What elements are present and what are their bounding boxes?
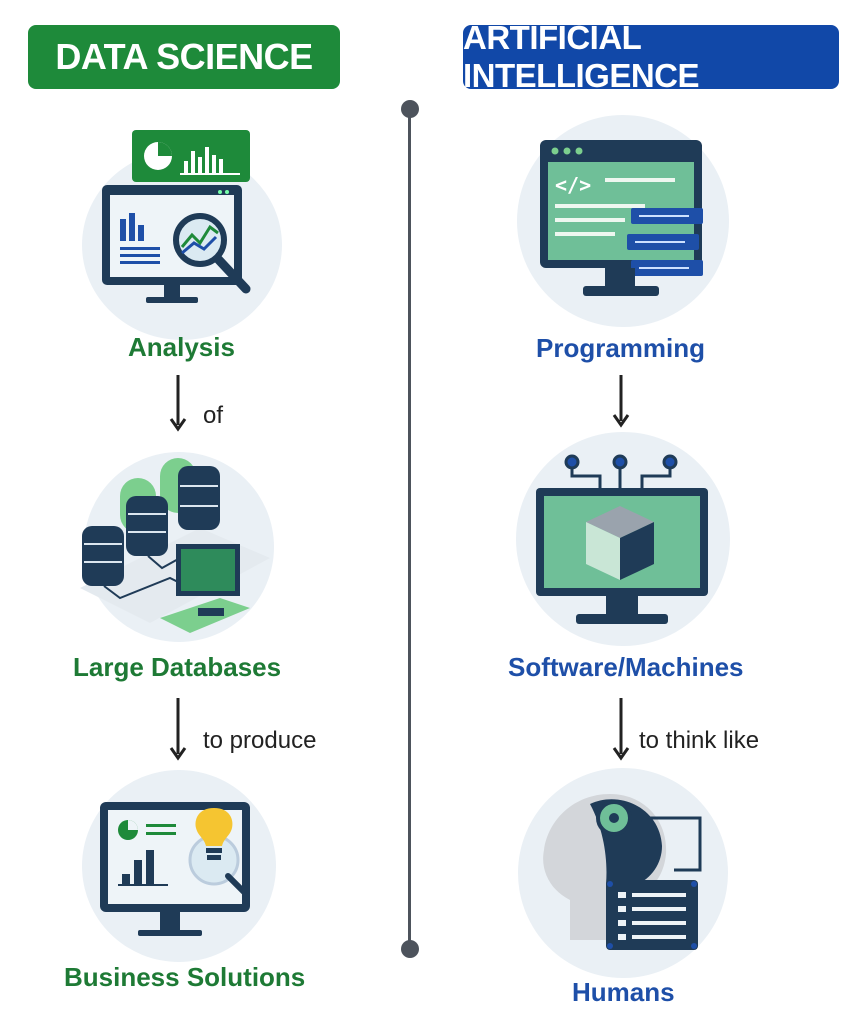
arrow-down-icon [169, 698, 187, 761]
analytics-monitor-icon [102, 130, 251, 303]
svg-text:</>: </> [555, 173, 591, 197]
business-insight-icon [100, 802, 250, 936]
ai-header: ARTIFICIAL INTELLIGENCE [463, 19, 839, 94]
node-analysis: Analysis [128, 332, 235, 362]
divider-top-dot [401, 100, 419, 118]
connector-to-produce: to produce [203, 727, 317, 754]
arrow-down-icon [612, 375, 630, 428]
human-brain-icon [543, 794, 702, 950]
divider-bottom-dot [401, 940, 419, 958]
node-humans: Humans [572, 977, 675, 1007]
center-divider [408, 108, 411, 950]
arrow-down-icon [169, 375, 187, 432]
database-network-icon [80, 458, 270, 633]
code-monitor-icon: </> [540, 140, 703, 296]
node-business-solutions: Business Solutions [64, 962, 306, 992]
arrow-down-icon [612, 698, 630, 761]
connector-of: of [203, 402, 224, 429]
node-software-machines: Software/Machines [508, 652, 744, 682]
node-large-databases: Large Databases [73, 652, 282, 682]
data-science-header: DATA SCIENCE [28, 25, 340, 89]
cube-monitor-icon [536, 454, 708, 624]
node-programming: Programming [536, 333, 706, 363]
connector-to-think-like: to think like [639, 727, 760, 754]
